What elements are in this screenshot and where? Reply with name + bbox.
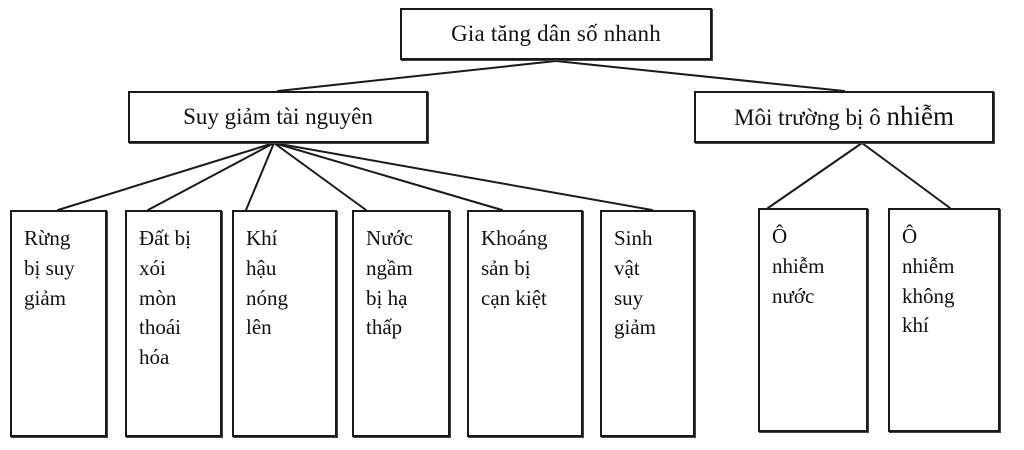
connector-left-branch-to-leaf-5 xyxy=(273,142,503,211)
node-root-label: Gia tăng dân số nhanh xyxy=(451,20,661,46)
node-leaf-air-pollution: Ô nhiễm không khí xyxy=(888,208,1000,432)
node-leaf-air-pollution-label: Ô nhiễm không khí xyxy=(902,224,955,338)
node-branch-environmental-pollution-label-prefix: Môi trường bị ô xyxy=(734,105,887,131)
node-leaf-climate-warming-label: Khí hậu nóng lên xyxy=(246,226,288,340)
connector-left-branch-to-leaf-2 xyxy=(147,142,275,211)
node-leaf-groundwater-lowering: Nước ngầm bị hạ thấp xyxy=(352,210,450,437)
node-branch-resource-depletion-label: Suy giảm tài nguyên xyxy=(183,103,373,129)
connector-root-to-left-branch xyxy=(277,60,557,92)
connector-right-branch-to-leaf-2 xyxy=(861,142,951,209)
node-leaf-forest-decline: Rừng bị suy giảm xyxy=(10,210,107,437)
node-leaf-soil-erosion: Đất bị xói mòn thoái hóa xyxy=(125,210,222,437)
node-leaf-forest-decline-label: Rừng bị suy giảm xyxy=(24,226,75,310)
node-leaf-biodiversity-decline-label: Sinh vật suy giảm xyxy=(614,226,656,340)
node-leaf-soil-erosion-label: Đất bị xói mòn thoái hóa xyxy=(139,226,191,370)
node-root: Gia tăng dân số nhanh xyxy=(400,8,712,60)
connector-left-branch-to-leaf-6 xyxy=(273,142,653,211)
node-leaf-water-pollution: Ô nhiễm nước xyxy=(758,208,868,432)
connector-root-to-right-branch xyxy=(555,60,845,92)
node-leaf-water-pollution-label: Ô nhiễm nước xyxy=(772,224,825,308)
node-branch-environmental-pollution-label-emphasis: nhiễm xyxy=(886,101,954,132)
node-branch-resource-depletion: Suy giảm tài nguyên xyxy=(128,91,428,143)
node-leaf-climate-warming: Khí hậu nóng lên xyxy=(232,210,337,437)
node-branch-environmental-pollution-label: Môi trường bị ô nhiễm xyxy=(734,101,954,132)
node-leaf-groundwater-lowering-label: Nước ngầm bị hạ thấp xyxy=(366,226,413,340)
node-branch-environmental-pollution: Môi trường bị ô nhiễm xyxy=(694,91,994,143)
connector-left-branch-to-leaf-3 xyxy=(245,142,275,211)
connector-right-branch-to-leaf-1 xyxy=(767,142,863,209)
connector-left-branch-to-leaf-1 xyxy=(57,142,275,211)
connector-left-branch-to-leaf-4 xyxy=(273,142,367,211)
node-leaf-mineral-depletion: Khoáng sản bị cạn kiệt xyxy=(467,210,583,437)
node-leaf-mineral-depletion-label: Khoáng sản bị cạn kiệt xyxy=(481,226,548,310)
node-leaf-biodiversity-decline: Sinh vật suy giảm xyxy=(600,210,695,437)
